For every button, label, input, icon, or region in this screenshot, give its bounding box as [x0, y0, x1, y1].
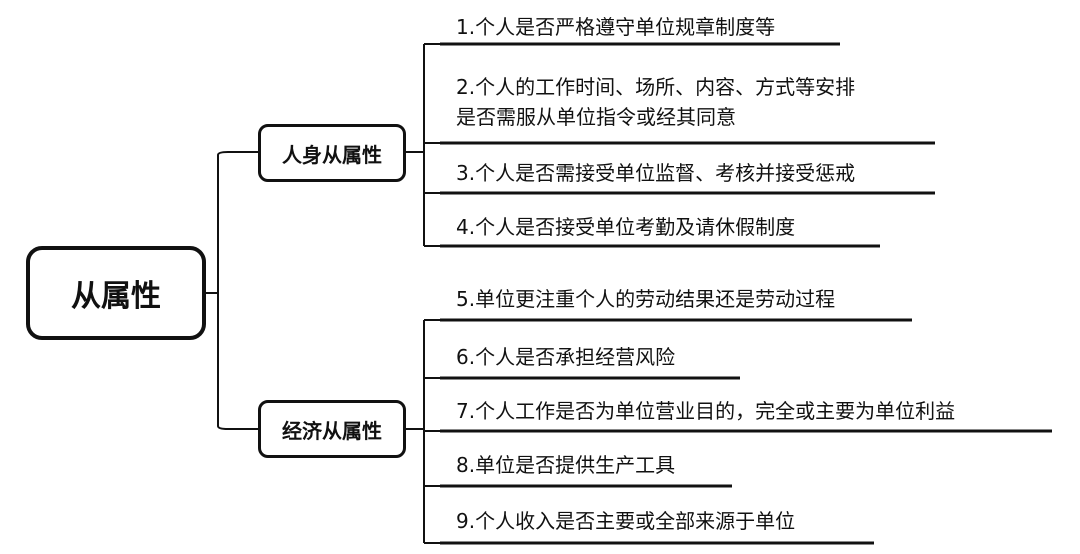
root-connector	[206, 151, 258, 430]
item-8: 8.单位是否提供生产工具	[456, 453, 676, 477]
item-5: 5.单位更注重个人的劳动结果还是劳动过程	[456, 287, 836, 311]
item-underlines	[440, 42, 1052, 545]
item-3: 3.个人是否需接受单位监督、考核并接受惩戒	[456, 161, 856, 185]
item-9: 9.个人收入是否主要或全部来源于单位	[456, 509, 796, 533]
root-node: 从属性	[26, 246, 206, 340]
item-2-line-1: 2.个人的工作时间、场所、内容、方式等安排	[456, 75, 856, 99]
branch-node-personal: 人身从属性	[258, 124, 406, 182]
item-1: 1.个人是否严格遵守单位规章制度等	[456, 15, 776, 39]
item-6: 6.个人是否承担经营风险	[456, 345, 676, 369]
item-4: 4.个人是否接受单位考勤及请休假制度	[456, 215, 796, 239]
branch-node-economic: 经济从属性	[258, 400, 406, 458]
item-2-line-2: 是否需服从单位指令或经其同意	[456, 105, 736, 129]
item-7: 7.个人工作是否为单位营业目的，完全或主要为单位利益	[456, 399, 956, 423]
